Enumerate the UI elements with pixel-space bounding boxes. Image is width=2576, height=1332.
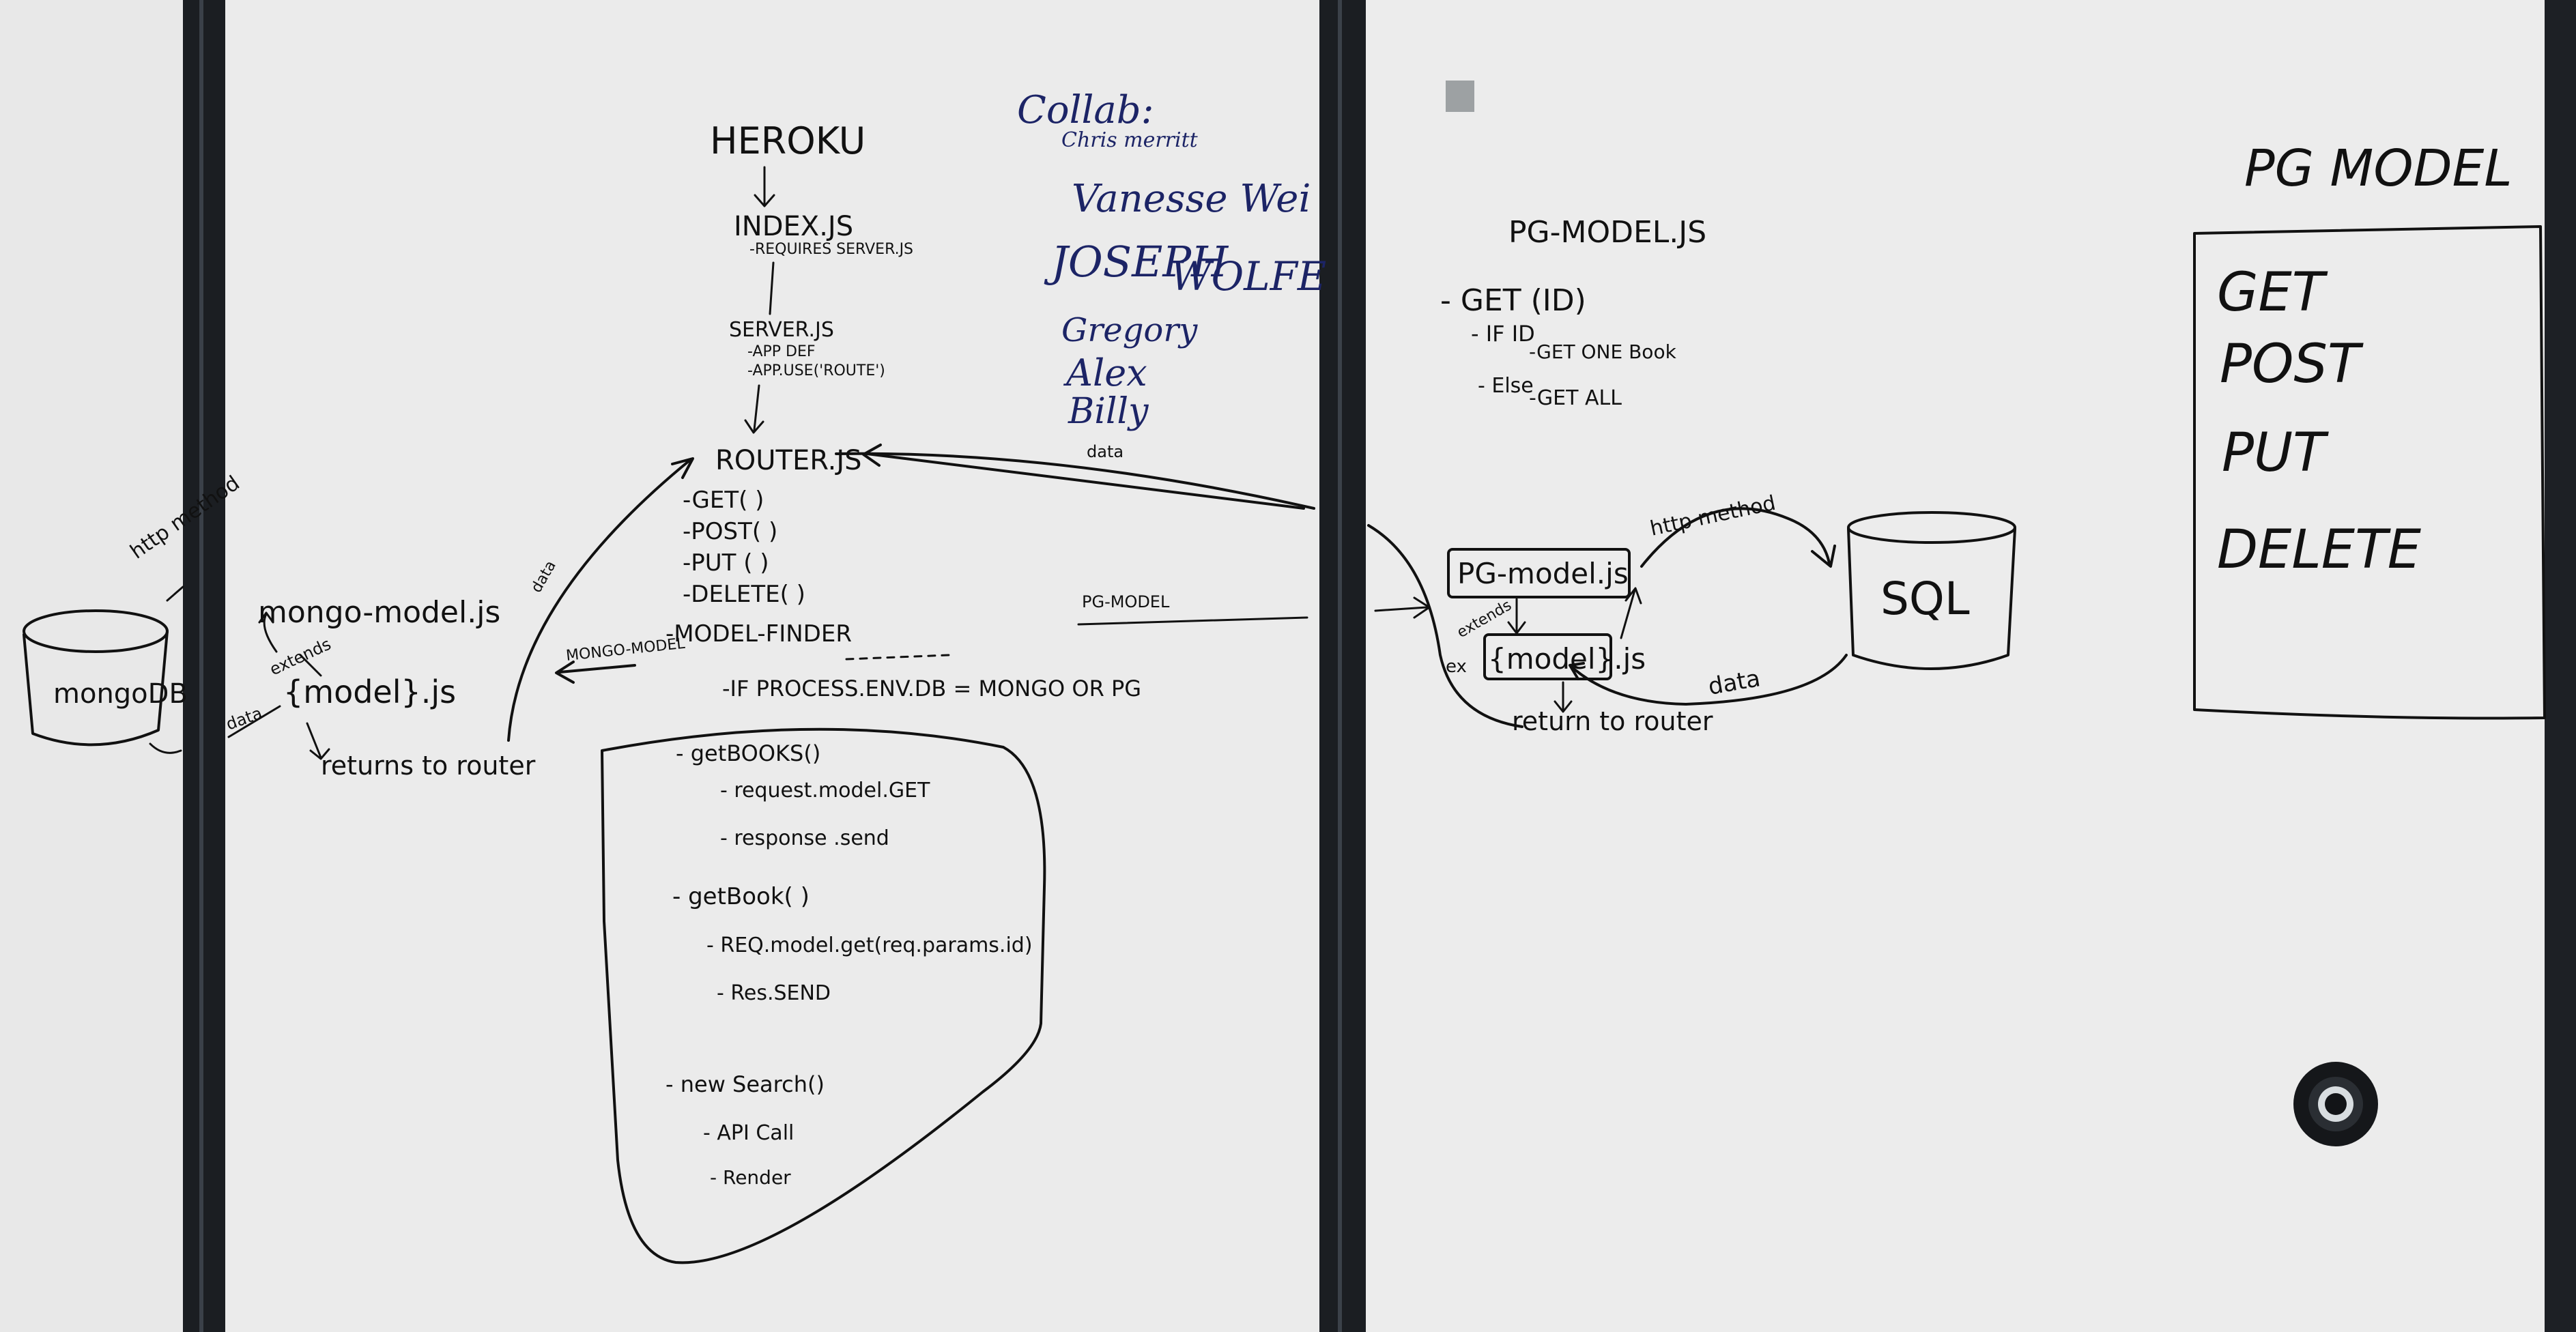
http-method-arrow <box>1640 507 1836 568</box>
pg-returns-label: return to router <box>1512 706 1713 736</box>
router-model-finder: -MODEL-FINDER <box>666 620 852 648</box>
left-board-panel <box>0 0 184 1332</box>
blob-line-7: - new Search() <box>666 1071 825 1097</box>
mongo-returns-label: returns to router <box>321 751 536 781</box>
server-js-note-app-use: -APP.USE('ROUTE') <box>747 362 885 379</box>
data-arrow-from-sql <box>1569 654 1848 706</box>
pg-get-one-book: -GET ONE Book <box>1529 341 1677 363</box>
pg-model-box-label: {model}.js <box>1488 642 1646 676</box>
collab-name-5: Gregory <box>1061 311 1198 349</box>
pg-get-id: - GET (ID) <box>1440 283 1586 318</box>
collab-name-4: WOLFE <box>1171 253 1326 300</box>
mongo-model-file: mongo-model.js <box>258 595 500 630</box>
collab-label: Collab: <box>1017 88 1154 132</box>
heroku-title: HEROKU <box>710 119 865 162</box>
pg-model-box <box>1483 633 1612 680</box>
middle-board-panel <box>225 0 1321 1332</box>
board-frame-middle <box>1319 0 1366 1332</box>
collab-name-7: Billy <box>1068 391 1149 432</box>
server-js-label: SERVER.JS <box>729 318 834 342</box>
mongodb-cylinder <box>23 609 169 747</box>
router-method-get: -GET( ) <box>683 487 764 514</box>
blob-line-9: - Render <box>710 1166 791 1189</box>
route-handlers-blob <box>601 727 1046 1264</box>
router-method-put: -PUT ( ) <box>683 549 769 577</box>
arrow-to-mongo-model <box>555 661 636 684</box>
pg-model-box-title: PG MODEL <box>2244 139 2513 198</box>
router-pg-model-label: PG-MODEL <box>1082 592 1170 611</box>
pg-model-method-post: POST <box>2220 334 2364 395</box>
blob-line-6: - Res.SEND <box>717 981 831 1005</box>
index-js-label: INDEX.JS <box>734 211 853 242</box>
pg-if-id: - IF ID <box>1471 321 1535 347</box>
pg-model-method-put: PUT <box>2222 422 2329 484</box>
sql-label: SQL <box>1880 573 1970 625</box>
pg-model-js-title: PG-MODEL.JS <box>1508 215 1706 250</box>
magnet <box>1446 81 1474 112</box>
blob-line-4: - getBook( ) <box>672 883 810 910</box>
collab-name-2: Vanesse Wei <box>1072 177 1311 221</box>
pg-ex-label: ex <box>1446 656 1467 677</box>
mongodb-label: mongoDB <box>53 678 188 710</box>
router-method-post: -POST( ) <box>683 518 777 545</box>
sql-cylinder <box>1847 511 2016 670</box>
blob-line-2: - request.model.GET <box>720 779 930 802</box>
data-arrow-to-router <box>507 457 694 742</box>
router-js-title: ROUTER.JS <box>715 445 862 476</box>
collab-name-3: JOSEPH <box>1044 237 1229 287</box>
collab-name-1: Chris merritt <box>1061 128 1199 152</box>
blob-line-3: - response .send <box>720 826 889 850</box>
pg-else: - Else <box>1478 374 1534 398</box>
collab-name-6: Alex <box>1063 351 1147 394</box>
pg-model-js-box-label: PG-model.js <box>1457 557 1629 590</box>
blob-line-8: - API Call <box>703 1121 794 1145</box>
wall-speaker-icon <box>2293 1062 2378 1146</box>
pg-model-js-box <box>1447 548 1631 598</box>
blob-line-5: - REQ.model.get(req.params.id) <box>706 933 1033 957</box>
router-data-label: data <box>1087 442 1124 461</box>
blob-line-1: - getBOOKS() <box>676 740 820 766</box>
pg-get-all: -GET ALL <box>1529 386 1622 410</box>
arrow-into-pg-model <box>1374 596 1431 619</box>
mongo-model-box-label: {model}.js <box>283 674 456 710</box>
index-js-note: -REQUIRES SERVER.JS <box>749 241 913 258</box>
server-js-note-app-def: -APP DEF <box>747 343 816 360</box>
board-frame-left <box>183 0 225 1332</box>
router-condition: -IF PROCESS.ENV.DB = MONGO OR PG <box>722 676 1141 701</box>
pg-model-methods-box <box>2193 225 2546 720</box>
pg-model-method-get: GET <box>2217 262 2328 323</box>
pg-model-method-delete: DELETE <box>2217 519 2422 581</box>
board-frame-right <box>2545 0 2576 1332</box>
router-method-delete: -DELETE( ) <box>683 581 805 608</box>
